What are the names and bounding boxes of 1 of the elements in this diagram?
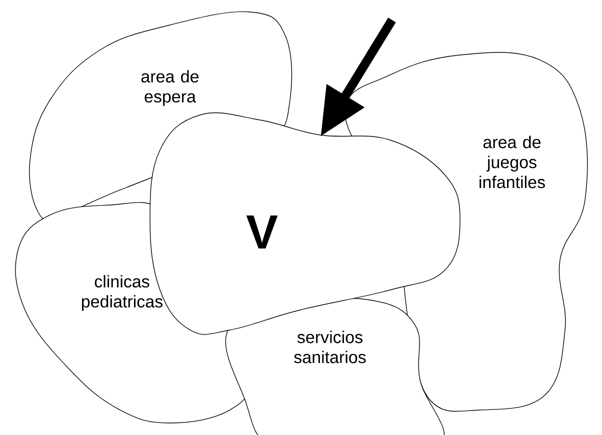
area-blob: servicios sanitarios [225, 298, 445, 435]
